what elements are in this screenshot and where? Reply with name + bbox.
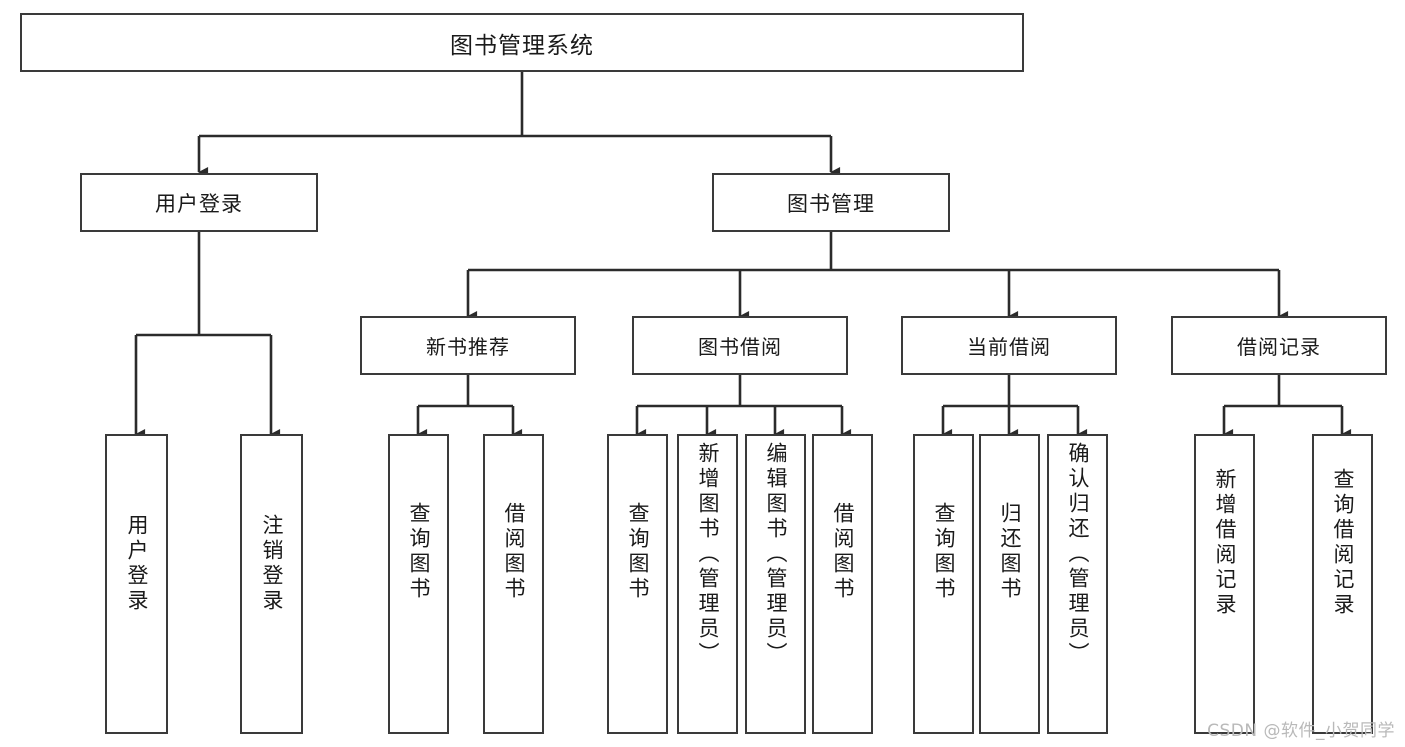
leaf-record-add-record[interactable]: 新增借阅记录 (1194, 434, 1255, 734)
leaf-new-book-borrow[interactable]: 借阅图书 (483, 434, 544, 734)
node-label: 查询图书 (626, 502, 650, 602)
leaf-current-return-book[interactable]: 归还图书 (979, 434, 1040, 734)
leaf-borrow-edit-book-admin[interactable]: 编辑图书（管理员） (745, 434, 806, 734)
leaf-current-query-book[interactable]: 查询图书 (913, 434, 974, 734)
node-label: 图书借阅 (698, 335, 782, 359)
node-label: 新书推荐 (426, 335, 510, 359)
node-label: 归还图书 (998, 502, 1022, 602)
node-label: 查询图书 (407, 502, 431, 602)
node-label: 图书管理 (787, 191, 875, 216)
node-book-management[interactable]: 图书管理 (712, 173, 950, 232)
node-label: 借阅图书 (502, 502, 526, 602)
node-label: 确认归还（管理员） (1066, 442, 1090, 667)
node-label: 新增图书（管理员） (696, 442, 720, 667)
leaf-borrow-query-book[interactable]: 查询图书 (607, 434, 668, 734)
node-label: 注销登录 (260, 514, 284, 614)
node-root-system[interactable]: 图书管理系统 (20, 13, 1024, 72)
node-new-book-recommend[interactable]: 新书推荐 (360, 316, 576, 375)
node-label: 当前借阅 (967, 335, 1051, 359)
node-current-borrow[interactable]: 当前借阅 (901, 316, 1117, 375)
node-label: 查询图书 (932, 502, 956, 602)
leaf-new-book-query[interactable]: 查询图书 (388, 434, 449, 734)
leaf-current-confirm-return-admin[interactable]: 确认归还（管理员） (1047, 434, 1108, 734)
node-label: 用户登录 (125, 514, 149, 614)
node-label: 图书管理系统 (450, 32, 594, 59)
node-label: 用户登录 (155, 191, 243, 216)
leaf-borrow-borrow-book[interactable]: 借阅图书 (812, 434, 873, 734)
csdn-watermark: CSDN @软件_小贺同学 (1207, 721, 1395, 741)
node-label: 编辑图书（管理员） (764, 442, 788, 667)
node-label: 新增借阅记录 (1213, 468, 1237, 618)
node-label: 查询借阅记录 (1331, 468, 1355, 618)
node-label: 借阅图书 (831, 502, 855, 602)
leaf-record-query-record[interactable]: 查询借阅记录 (1312, 434, 1373, 734)
leaf-user-login-logout[interactable]: 注销登录 (240, 434, 303, 734)
leaf-borrow-add-book-admin[interactable]: 新增图书（管理员） (677, 434, 738, 734)
leaf-user-login-login[interactable]: 用户登录 (105, 434, 168, 734)
node-borrow-record[interactable]: 借阅记录 (1171, 316, 1387, 375)
node-book-borrow[interactable]: 图书借阅 (632, 316, 848, 375)
node-user-login[interactable]: 用户登录 (80, 173, 318, 232)
node-label: 借阅记录 (1237, 335, 1321, 359)
